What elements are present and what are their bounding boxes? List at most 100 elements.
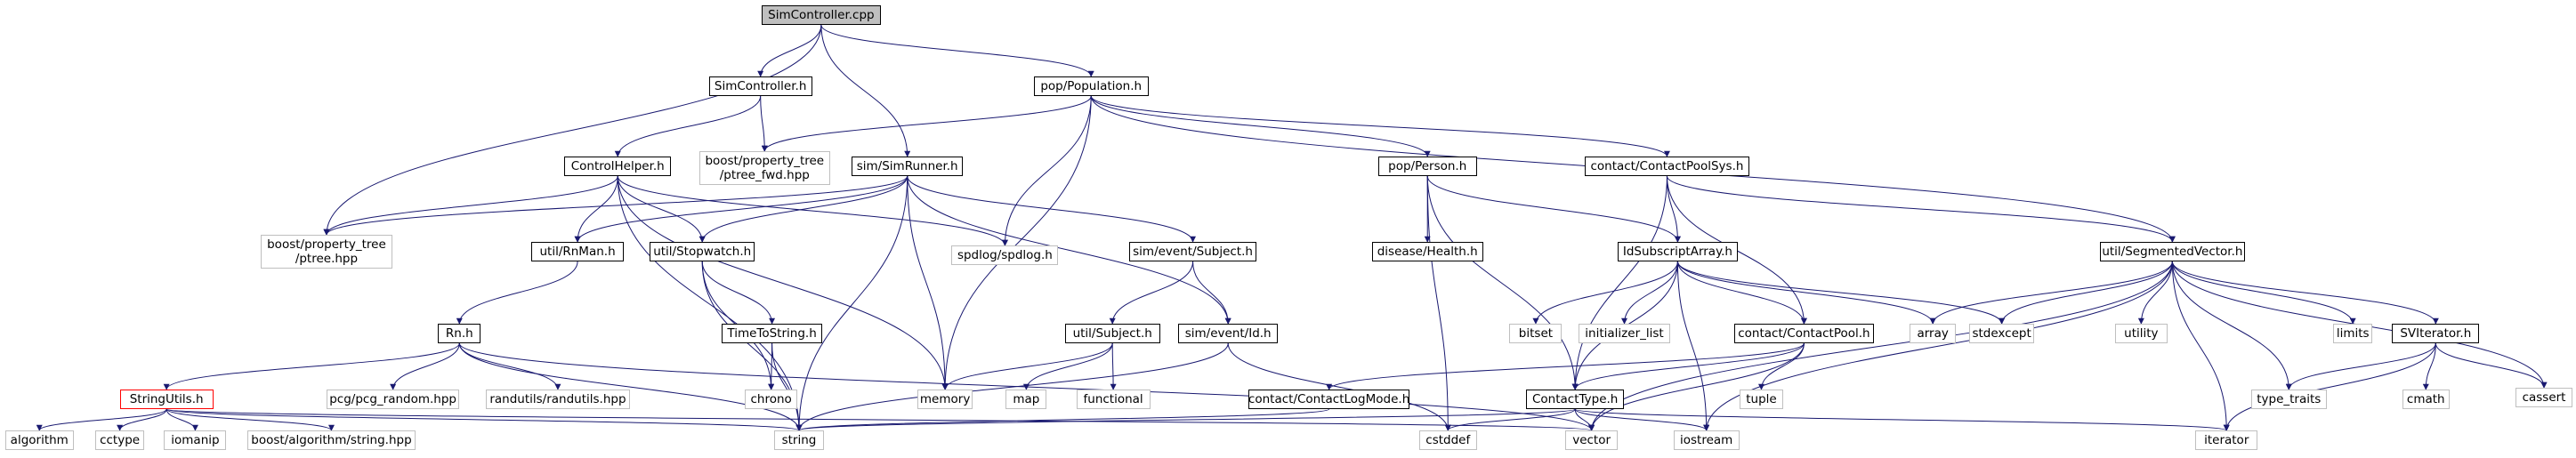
- node-iterator[interactable]: iterator: [2195, 430, 2258, 450]
- edge-simcontroller_h-to-boost_ptree_fwd: [760, 95, 768, 152]
- edge-contact_contactpool_h-to-contact_contactlogmode_h: [1326, 342, 1805, 390]
- node-type-traits[interactable]: type_traits: [2250, 390, 2327, 409]
- edge-contact_contactpoolsys_h-to-contacttype_h: [1571, 175, 1668, 390]
- node-boost-ptree-hpp[interactable]: boost/property_tree /ptree.hpp: [261, 235, 392, 269]
- edge-sviterator_h-to-iterator: [2223, 342, 2436, 431]
- edge-rn_h-to-randutils: [458, 342, 561, 390]
- edge-util_subject_h-to-functional: [1110, 342, 1117, 390]
- edge-util_subject_h-to-memory: [941, 342, 1113, 390]
- node-iomanip[interactable]: iomanip: [164, 430, 227, 450]
- node-limits[interactable]: limits: [2333, 324, 2373, 343]
- edge-controlhelper_h-to-util_stopwatch_h: [617, 175, 706, 243]
- node-bitset[interactable]: bitset: [1509, 324, 1563, 343]
- node-randutils-hpp[interactable]: randutils/randutils.hpp: [485, 390, 631, 409]
- node-label-line-1: boost/property_tree: [705, 154, 825, 168]
- node-cmath[interactable]: cmath: [2402, 390, 2450, 409]
- edge-util_rnman_h-to-rn_h: [456, 261, 578, 325]
- edge-stringutils_h-to-string: [166, 408, 803, 431]
- edge-contacttype_h-to-vector: [1574, 408, 1595, 431]
- node-map[interactable]: map: [1005, 390, 1047, 409]
- edge-sim_event_subject_h-to-util_subject_h: [1109, 261, 1194, 325]
- node-cassert[interactable]: cassert: [2515, 388, 2573, 407]
- node-sviterator-h[interactable]: SVIterator.h: [2392, 324, 2480, 343]
- node-algorithm[interactable]: algorithm: [4, 430, 74, 450]
- node-disease-health-h[interactable]: disease/Health.h: [1371, 242, 1483, 261]
- edge-contacttype_h-to-iostream: [1574, 408, 1710, 431]
- edge-util_segmentedvector_h-to-vector: [1588, 261, 2173, 431]
- edge-simcontroller_cpp-to-boost_ptree: [323, 24, 822, 236]
- edge-util_segmentedvector_h-to-iostream: [1703, 261, 2173, 431]
- node-string[interactable]: string: [774, 430, 824, 450]
- node-sim-event-subject-h[interactable]: sim/event/Subject.h: [1128, 242, 1257, 261]
- node-contact-contactpool-h[interactable]: contact/ContactPool.h: [1734, 324, 1874, 343]
- edge-sim_simrunner_h-to-string: [795, 175, 908, 431]
- edge-simcontroller_cpp-to-sim_simrunner_h: [820, 24, 911, 157]
- node-functional[interactable]: functional: [1076, 390, 1151, 409]
- edge-contact_contactpool_h-to-contacttype_h: [1571, 342, 1805, 390]
- edge-util_segmentedvector_h-to-limits: [2171, 261, 2356, 325]
- edge-controlhelper_h-to-boost_ptree: [323, 175, 618, 236]
- node-controlhelper-h[interactable]: ControlHelper.h: [564, 157, 672, 176]
- edge-util_segmentedvector_h-to-iterator: [2171, 261, 2230, 431]
- edge-stringutils_h-to-iomanip: [166, 408, 198, 431]
- edge-controlhelper_h-to-memory: [617, 175, 949, 390]
- node-sim-simrunner-h[interactable]: sim/SimRunner.h: [852, 157, 964, 176]
- node-sim-event-id-h[interactable]: sim/event/Id.h: [1177, 324, 1279, 343]
- node-pcg-random-hpp[interactable]: pcg/pcg_random.hpp: [326, 390, 460, 409]
- node-array[interactable]: array: [1910, 324, 1956, 343]
- edge-idsubscriptarray_h-to-initializer_list: [1621, 261, 1678, 325]
- node-tuple[interactable]: tuple: [1739, 390, 1784, 409]
- node-stdexcept[interactable]: stdexcept: [1968, 324, 2035, 343]
- node-util-rnman-h[interactable]: util/RnMan.h: [531, 242, 624, 261]
- node-simcontroller-cpp[interactable]: SimController.cpp: [761, 5, 882, 25]
- node-contact-contactpoolsys-h[interactable]: contact/ContactPoolSys.h: [1585, 157, 1749, 176]
- node-utility[interactable]: utility: [2114, 324, 2168, 343]
- edge-rn_h-to-stringutils_h: [163, 342, 460, 390]
- edge-util_segmentedvector_h-to-sviterator_h: [2171, 261, 2439, 325]
- edge-idsubscriptarray_h-to-iostream: [1676, 261, 1710, 431]
- edge-stringutils_h-to-vector: [166, 408, 1595, 431]
- node-timetostring-h[interactable]: TimeToString.h: [722, 324, 822, 343]
- node-initializer-list[interactable]: initializer_list: [1578, 324, 1671, 343]
- node-iostream[interactable]: iostream: [1673, 430, 1740, 450]
- edge-contact_contactpoolsys_h-to-util_segmentedvector_h: [1666, 175, 2176, 243]
- node-boost-ptree-fwd-hpp[interactable]: boost/property_tree /ptree_fwd.hpp: [699, 151, 831, 185]
- edge-idsubscriptarray_h-to-stdexcept: [1676, 261, 2006, 325]
- node-memory[interactable]: memory: [917, 390, 973, 409]
- node-simcontroller-h[interactable]: SimController.h: [708, 76, 812, 96]
- edge-controlhelper_h-to-spdlog: [617, 175, 1008, 246]
- edge-idsubscriptarray_h-to-bitset: [1532, 261, 1678, 325]
- node-rn-h[interactable]: Rn.h: [438, 324, 481, 343]
- edge-sim_simrunner_h-to-util_rnman_h: [574, 175, 908, 243]
- node-spdlog-h[interactable]: spdlog/spdlog.h: [951, 245, 1059, 265]
- node-vector[interactable]: vector: [1565, 430, 1619, 450]
- edge-stringutils_h-to-boost_algorithm_string: [166, 408, 335, 431]
- node-util-subject-h[interactable]: util/Subject.h: [1064, 324, 1160, 343]
- node-util-stopwatch-h[interactable]: util/Stopwatch.h: [650, 242, 755, 261]
- edge-util_segmentedvector_h-to-utility: [2137, 261, 2173, 325]
- node-boost-algorithm-string-hpp[interactable]: boost/algorithm/string.hpp: [247, 430, 416, 450]
- edge-pop_population_h-to-pop_person_h: [1090, 95, 1431, 157]
- node-contact-contactlogmode-h[interactable]: contact/ContactLogMode.h: [1248, 390, 1409, 409]
- node-stringutils-h[interactable]: StringUtils.h: [119, 390, 214, 409]
- node-idsubscriptarray-h[interactable]: IdSubscriptArray.h: [1618, 242, 1738, 261]
- node-pop-person-h[interactable]: pop/Person.h: [1377, 157, 1477, 176]
- node-chrono[interactable]: chrono: [745, 390, 798, 409]
- edge-sim_simrunner_h-to-memory: [907, 175, 949, 390]
- edge-pop_person_h-to-cstddef: [1426, 175, 1451, 431]
- edge-contact_contactpool_h-to-tuple: [1757, 342, 1805, 390]
- edge-pop_person_h-to-idsubscriptarray_h: [1426, 175, 1681, 243]
- node-contacttype-h[interactable]: ContactType.h: [1525, 390, 1625, 409]
- node-cstddef[interactable]: cstddef: [1419, 430, 1477, 450]
- node-pop-population-h[interactable]: pop/Population.h: [1033, 76, 1149, 96]
- node-cctype[interactable]: cctype: [94, 430, 145, 450]
- edge-sim_simrunner_h-to-boost_ptree: [323, 175, 908, 236]
- edge-sim_simrunner_h-to-util_stopwatch_h: [699, 175, 908, 243]
- node-util-segmentedvector-h[interactable]: util/SegmentedVector.h: [2100, 242, 2245, 261]
- edge-pop_population_h-to-contact_contactpoolsys_h: [1090, 95, 1670, 157]
- edge-contacttype_h-to-string: [795, 408, 1576, 431]
- edge-idsubscriptarray_h-to-contact_contactpool_h: [1676, 261, 1807, 325]
- edge-contacttype_h-to-cstddef: [1444, 408, 1576, 431]
- edge-idsubscriptarray_h-to-array: [1676, 261, 1936, 325]
- edge-pop_person_h-to-contacttype_h: [1426, 175, 1579, 390]
